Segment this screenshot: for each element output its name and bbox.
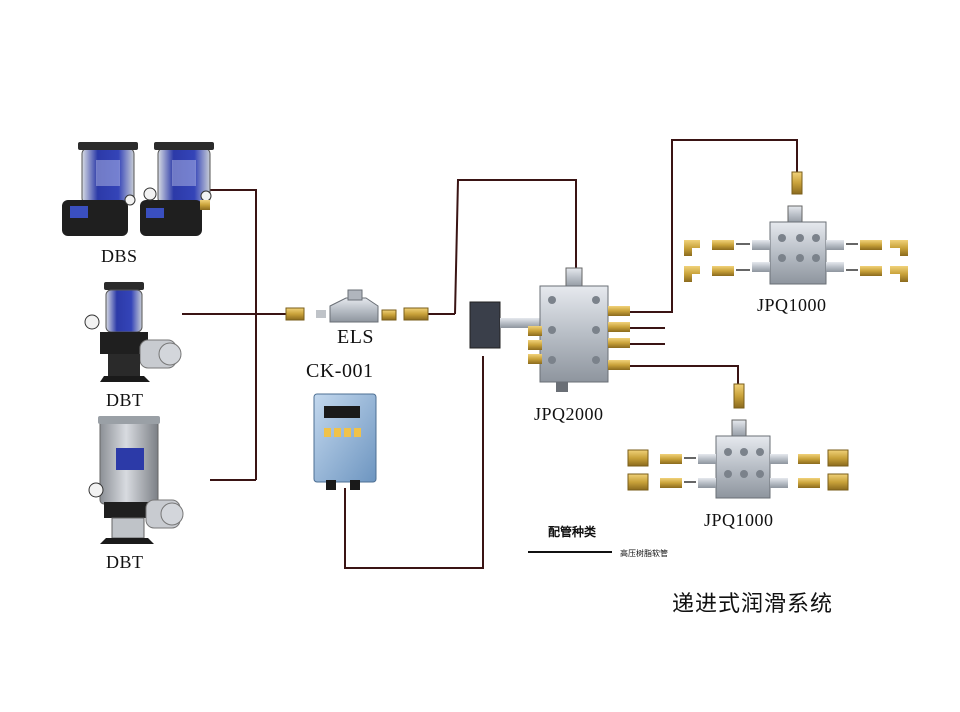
pipe-to-main-divider <box>454 179 577 315</box>
dbt-pump-2 <box>88 416 184 544</box>
label-controller: CK-001 <box>306 360 374 382</box>
pipe-to-sub-divider-2 <box>630 365 739 384</box>
sub-divider-1 <box>684 171 908 285</box>
cable-controller <box>344 356 484 569</box>
label-els: ELS <box>337 326 375 348</box>
system-title: 递进式润滑系统 <box>672 592 834 617</box>
label-dbt-2: DBT <box>106 552 144 572</box>
label-sub-divider-1: JPQ1000 <box>757 295 827 315</box>
pipe-to-sub-divider-1 <box>630 139 798 313</box>
legend-line-label: 高压树脂软管 <box>620 549 668 558</box>
label-dbt-1: DBT <box>106 390 144 410</box>
dbt-pump-1 <box>84 282 182 382</box>
legend-title: 配管种类 <box>548 525 597 539</box>
controller-ck001 <box>313 393 377 490</box>
label-dbs: DBS <box>101 246 138 266</box>
label-sub-divider-2: JPQ1000 <box>704 510 774 530</box>
pipe-network <box>182 139 798 569</box>
pipe-dbs <box>208 189 257 480</box>
dbs-pump-left <box>62 142 138 236</box>
dbs-pump-right <box>140 142 214 236</box>
label-main-divider: JPQ2000 <box>534 404 604 424</box>
sub-divider-2 <box>627 383 849 499</box>
main-divider-jpq2000 <box>469 267 630 392</box>
els-switch <box>285 289 429 323</box>
